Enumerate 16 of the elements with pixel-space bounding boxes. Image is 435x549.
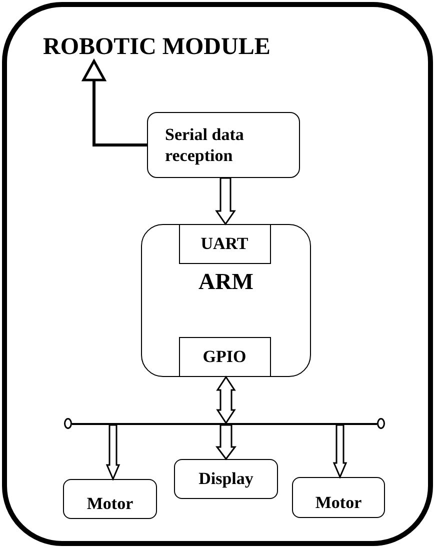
port-box: GPIO (178, 336, 270, 376)
bus-line (72, 423, 377, 425)
hollow-arrow (216, 424, 236, 460)
output-box: Motor (292, 477, 385, 518)
processor-block (141, 224, 311, 377)
output-box: Display (174, 459, 278, 499)
title-text: ROBOTIC MODULE (43, 33, 271, 61)
output-box: Motor (63, 479, 157, 519)
hollow-arrow (332, 424, 348, 478)
double-hollow-arrow (216, 376, 236, 424)
elbow-arrow (82, 60, 147, 146)
process-box: Serial data reception (147, 112, 300, 178)
hollow-arrow (215, 177, 236, 225)
hollow-arrow (106, 424, 120, 480)
block-title: ARM (198, 270, 254, 293)
port-box: UART (178, 224, 270, 264)
